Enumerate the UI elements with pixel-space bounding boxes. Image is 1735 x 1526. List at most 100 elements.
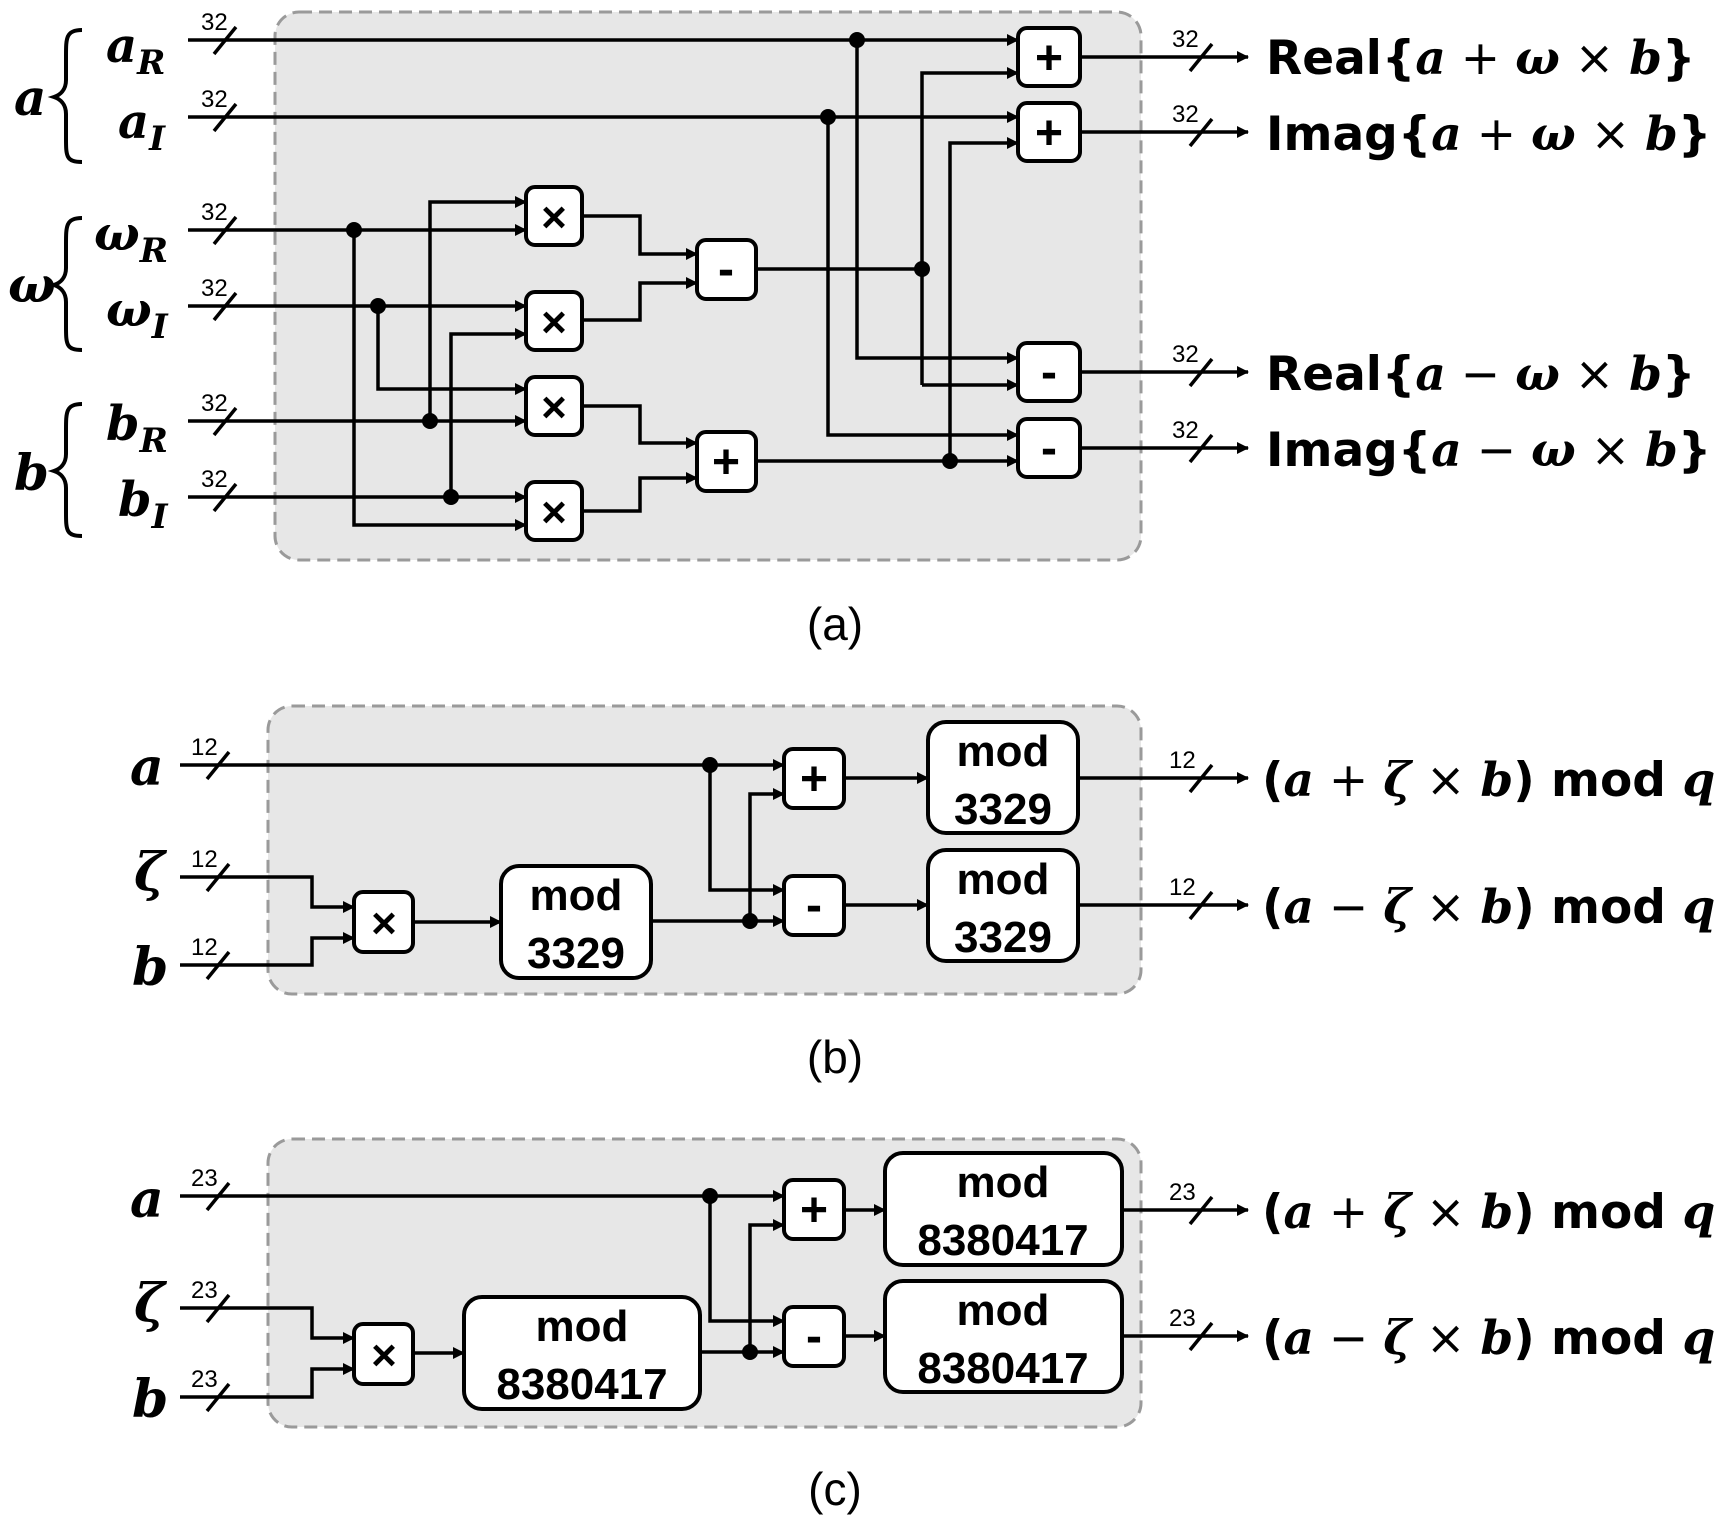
input-b-b: b (132, 937, 168, 998)
svg-text:×: × (541, 383, 567, 432)
svg-text:ω: ω (8, 255, 56, 314)
wire-mul4-add (582, 472, 698, 513)
svg-text:+: + (1035, 32, 1063, 85)
svg-text:32: 32 (1172, 417, 1199, 444)
multiplier-1: × (524, 185, 584, 247)
svg-text:mod: mod (530, 871, 623, 920)
svg-text:32: 32 (201, 466, 228, 493)
svg-text:a: a (14, 68, 46, 127)
svg-text:8380417: 8380417 (917, 1344, 1088, 1393)
svg-text:mod: mod (957, 855, 1050, 904)
wire-b-real-mul1 (428, 196, 527, 421)
mod-reducer-b-mul: mod 3329 (499, 864, 653, 980)
svg-text:aR: aR (106, 18, 165, 83)
mod-reducer-c-add: mod 8380417 (883, 1151, 1124, 1267)
svg-text:23: 23 (191, 1277, 218, 1304)
wire-mul1-sub (582, 214, 698, 260)
svg-text:12: 12 (191, 934, 218, 961)
svg-text:b: b (14, 443, 49, 502)
svg-text:8380417: 8380417 (496, 1360, 667, 1409)
svg-text:+: + (800, 1184, 828, 1237)
subtractor-c: - (782, 1305, 846, 1368)
svg-text:12: 12 (191, 846, 218, 873)
svg-text:ωR: ωR (94, 206, 168, 271)
wire-ar-to-sub1 (855, 40, 1019, 364)
svg-text:×: × (541, 298, 567, 347)
svg-text:bI: bI (118, 472, 169, 537)
adder-c: + (782, 1178, 846, 1241)
svg-text:mod: mod (536, 1302, 629, 1351)
wire-b-b (180, 932, 355, 967)
wire-b-prod-to-add (748, 788, 785, 921)
caption-b: (b) (807, 1031, 863, 1083)
wire-mul3-add (582, 404, 698, 449)
svg-text:32: 32 (1172, 26, 1199, 53)
subtractor-cross: - (695, 238, 758, 301)
svg-text:mod: mod (957, 1158, 1050, 1207)
svg-text:+: + (712, 436, 740, 489)
svg-text:32: 32 (1172, 101, 1199, 128)
multiplier-c: × (352, 1322, 415, 1386)
svg-text:mod: mod (957, 1286, 1050, 1335)
wire-c-a-to-sub (708, 1196, 785, 1327)
output-imag-diff: Imag{a − ω × b} (1266, 423, 1711, 478)
wire-w-imag-mul3 (376, 306, 527, 395)
input-group-omega: ω ωR ωI (8, 206, 169, 352)
subtractor-b: - (782, 874, 846, 937)
multiplier-3: × (524, 375, 584, 437)
diagram-b: 12 12 12 12 12 × mod 3329 + - mod 3329 (130, 704, 1715, 1083)
svg-text:mod: mod (957, 727, 1050, 776)
output-b-diff: (a − ζ × b) mod q (1262, 880, 1715, 935)
wire-ai-to-sub2 (826, 117, 1019, 441)
svg-text:32: 32 (201, 390, 228, 417)
wire-c-b (180, 1363, 355, 1399)
mod-reducer-c-sub: mod 8380417 (883, 1279, 1124, 1394)
output-b-sum: (a + ζ × b) mod q (1262, 753, 1715, 808)
svg-text:32: 32 (201, 275, 228, 302)
adder-cross: + (695, 430, 758, 493)
svg-text:8380417: 8380417 (917, 1216, 1088, 1265)
output-c-diff: (a − ζ × b) mod q (1262, 1311, 1715, 1366)
svg-text:23: 23 (191, 1366, 218, 1393)
adder-b: + (782, 747, 846, 810)
wire-c-zeta (180, 1306, 355, 1344)
junction-dots-b (702, 757, 758, 929)
svg-text:3329: 3329 (954, 913, 1052, 962)
svg-text:-: - (806, 879, 822, 932)
bus-width-marks-a: 32 32 32 32 32 32 32 32 32 32 (201, 9, 1214, 513)
mod-reducer-b-sub: mod 3329 (926, 848, 1080, 963)
svg-text:32: 32 (201, 86, 228, 113)
svg-text:12: 12 (1169, 874, 1196, 901)
svg-text:3329: 3329 (527, 929, 625, 978)
svg-text:-: - (1041, 346, 1057, 399)
svg-text:3329: 3329 (954, 785, 1052, 834)
svg-text:-: - (718, 243, 734, 296)
adder-real-out: + (1016, 26, 1082, 88)
bus-width-marks-c: 23 23 23 23 23 (191, 1165, 1214, 1413)
diagram-a: 32 32 32 32 32 32 32 32 32 32 × × × × (8, 9, 1711, 650)
svg-text:23: 23 (191, 1165, 218, 1192)
multiplier-b: × (352, 890, 415, 954)
output-real-sum: Real{a + ω × b} (1266, 31, 1695, 86)
svg-text:12: 12 (1169, 747, 1196, 774)
svg-text:-: - (1041, 422, 1057, 475)
junction-dots-a (346, 32, 958, 505)
junction-dots-c (702, 1188, 758, 1360)
subtractor-real-out: - (1016, 341, 1082, 403)
svg-text:12: 12 (191, 734, 218, 761)
svg-text:bR: bR (106, 396, 168, 461)
svg-text:×: × (371, 1331, 397, 1380)
input-b-a: a (130, 737, 164, 798)
svg-text:-: - (806, 1310, 822, 1363)
multiplier-4: × (524, 480, 584, 542)
svg-text:aI: aI (118, 94, 166, 159)
svg-text:+: + (1035, 107, 1063, 160)
svg-text:ωI: ωI (106, 282, 169, 347)
adder-imag-out: + (1016, 101, 1082, 163)
svg-text:23: 23 (1169, 1305, 1196, 1332)
multiplier-2: × (524, 290, 584, 352)
svg-text:×: × (541, 488, 567, 537)
wire-real-prod-add1 (920, 67, 1019, 385)
bus-width-marks-b: 12 12 12 12 12 (191, 734, 1214, 981)
wire-b-a-to-sub (708, 765, 785, 896)
